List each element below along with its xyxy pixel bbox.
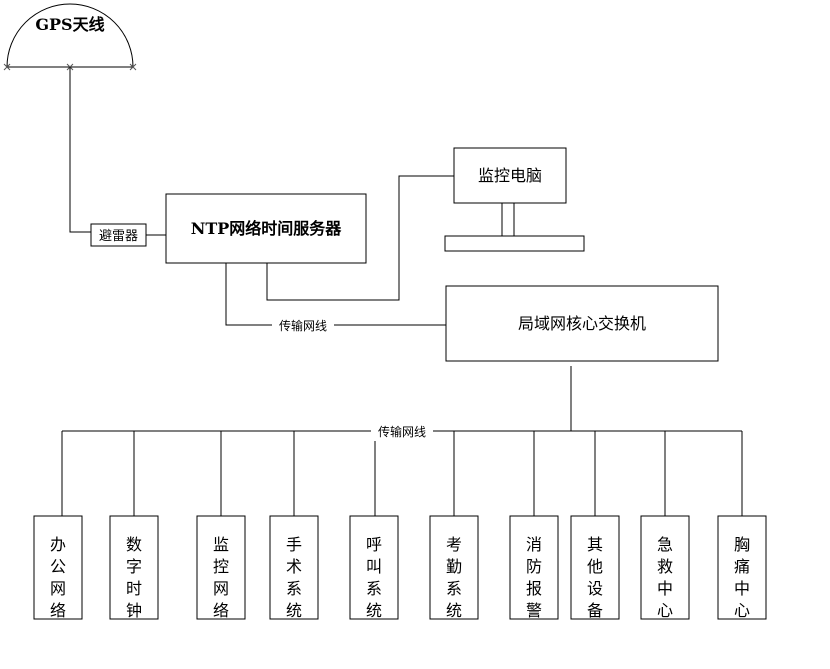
ntp-server-label: NTP网络时间服务器 xyxy=(191,219,343,238)
core-switch-label: 局域网核心交换机 xyxy=(518,314,646,333)
endpoint-chest-pain-center: 胸痛中心 xyxy=(717,431,767,620)
upper-cable-label: 传输网线 xyxy=(279,318,327,333)
upper-cable-label-bg xyxy=(272,317,334,333)
server-to-pc-cable xyxy=(266,175,454,301)
antenna-point-right-icon xyxy=(129,63,137,71)
endpoint-box xyxy=(429,515,479,620)
antenna-point-left-icon xyxy=(3,63,11,71)
lower-cable-label-bg xyxy=(371,423,433,439)
server-to-switch-cable xyxy=(225,263,446,326)
endpoints: 办公网络 数字时钟 监控网络 手术系统 呼叫系统 考勤系统 消防报警 其他设备 急救中心 胸痛中心 xyxy=(33,431,767,620)
lightning-arrester-label: 避雷器 xyxy=(99,229,138,244)
endpoint-label: 监控网络 xyxy=(213,535,229,620)
endpoint-label: 急救中心 xyxy=(657,535,673,620)
monitor-pc-label: 监控电脑 xyxy=(478,166,542,185)
endpoint-label: 数字时钟 xyxy=(126,535,142,620)
endpoint-box xyxy=(33,515,83,620)
endpoint-other-devices: 其他设备 xyxy=(570,431,620,620)
endpoint-label: 手术系统 xyxy=(286,535,302,620)
endpoint-attendance-system: 考勤系统 xyxy=(429,431,479,620)
endpoint-digital-clock: 数字时钟 xyxy=(109,431,159,620)
endpoint-box xyxy=(109,515,159,620)
endpoint-office-network: 办公网络 xyxy=(33,431,83,620)
monitor-pc-base xyxy=(444,235,585,252)
endpoint-label: 其他设备 xyxy=(587,535,603,620)
endpoint-box xyxy=(570,515,620,620)
antenna-cable xyxy=(69,67,91,233)
ntp-server-box xyxy=(165,193,367,264)
gps-antenna: GPS天线 xyxy=(3,3,137,71)
endpoint-emergency-center: 急救中心 xyxy=(640,431,690,620)
endpoint-box xyxy=(717,515,767,620)
endpoint-call-system: 呼叫系统 xyxy=(349,441,399,620)
endpoint-box xyxy=(349,515,399,620)
endpoint-label: 考勤系统 xyxy=(446,535,462,620)
lower-cable-label: 传输网线 xyxy=(378,424,426,439)
endpoint-label: 消防报警 xyxy=(526,535,542,620)
core-switch: 局域网核心交换机 xyxy=(445,285,719,362)
endpoint-label: 办公网络 xyxy=(50,535,66,620)
endpoint-fire-alarm: 消防报警 xyxy=(509,431,559,620)
ntp-server: NTP网络时间服务器 xyxy=(165,193,367,264)
gps-antenna-dome xyxy=(6,3,134,68)
core-switch-box xyxy=(445,285,719,362)
gps-antenna-label: GPS天线 xyxy=(35,15,104,34)
monitor-pc: 监控电脑 xyxy=(444,147,585,252)
endpoint-monitor-network: 监控网络 xyxy=(196,431,246,620)
endpoint-label: 呼叫系统 xyxy=(366,535,382,620)
endpoint-box xyxy=(196,515,246,620)
endpoint-label: 胸痛中心 xyxy=(734,535,750,620)
endpoint-box xyxy=(269,515,319,620)
endpoint-box xyxy=(509,515,559,620)
endpoint-box xyxy=(640,515,690,620)
endpoint-surgery-system: 手术系统 xyxy=(269,431,319,620)
lightning-arrester: 避雷器 xyxy=(90,223,147,247)
